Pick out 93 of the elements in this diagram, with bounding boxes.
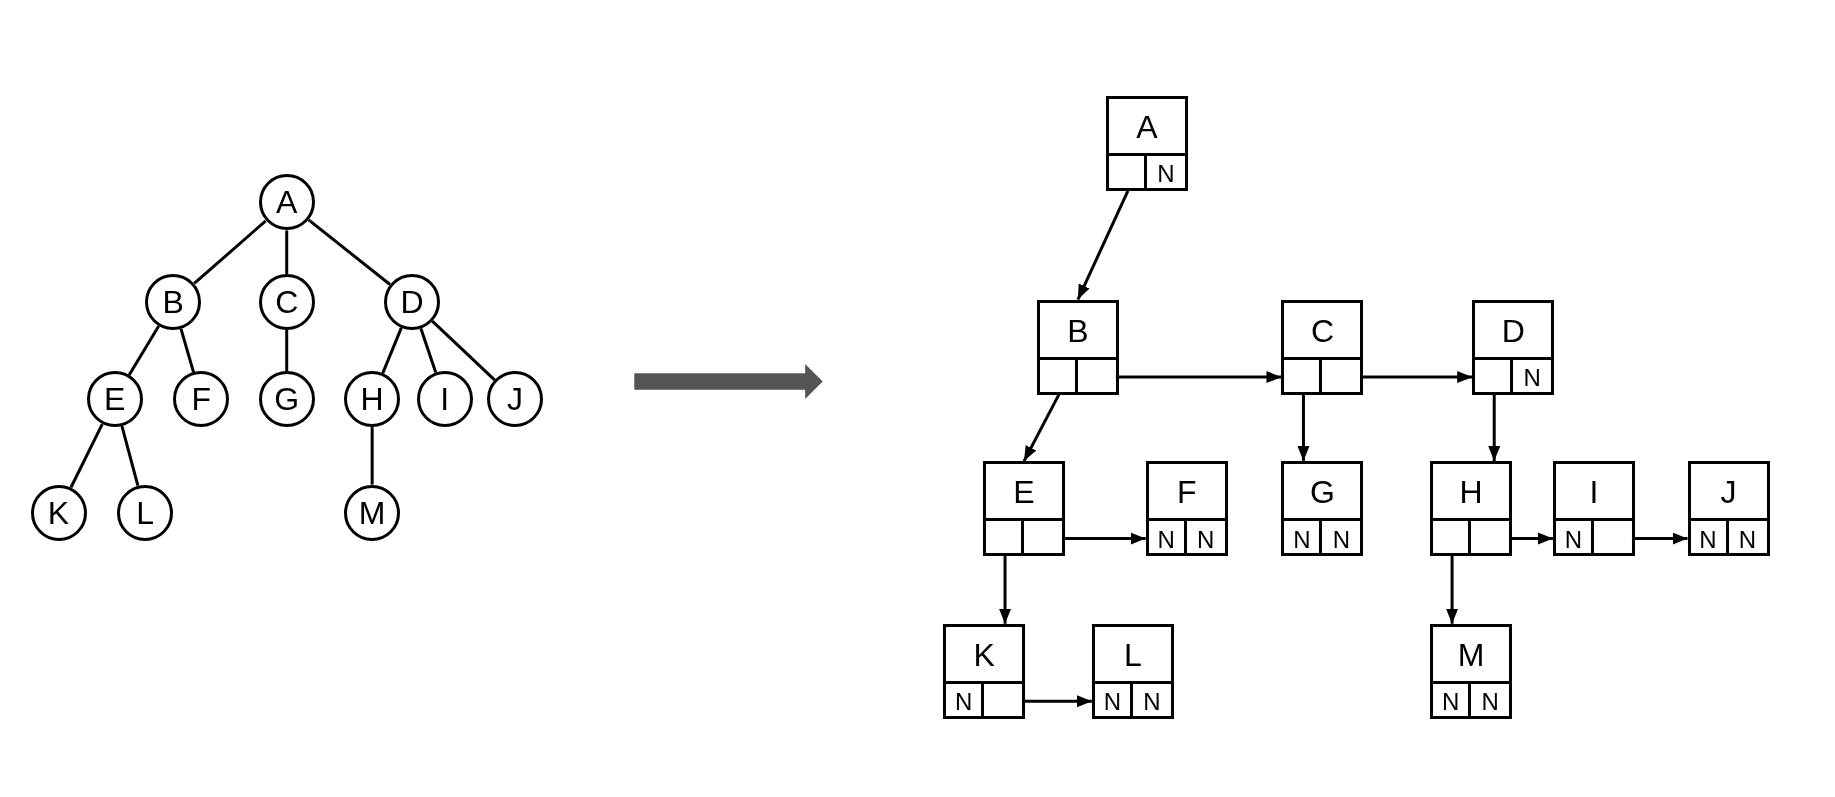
tree-edge: [285, 329, 289, 372]
null-marker: N: [1157, 162, 1175, 187]
list-node-box: [1281, 461, 1364, 557]
node-letter: H: [360, 383, 384, 416]
pointer-arrow: [1076, 190, 1130, 301]
node-letter: B: [1067, 314, 1089, 347]
null-marker: N: [1143, 690, 1161, 715]
null-marker: N: [1157, 527, 1175, 552]
node-letter: M: [358, 496, 386, 529]
tree-node-circle: [86, 371, 143, 428]
null-marker: N: [1332, 527, 1351, 552]
null-marker: N: [1197, 527, 1215, 552]
tree-node-circle: [258, 174, 315, 231]
node-letter: L: [136, 496, 154, 529]
null-marker: N: [1481, 690, 1499, 715]
pointer-arrow: [1022, 695, 1092, 708]
tree-edge: [307, 218, 391, 286]
node-letter: E: [1013, 476, 1035, 509]
pointer-cell: [946, 680, 985, 716]
node-letter: C: [275, 285, 299, 318]
pointer-arrow: [1488, 394, 1501, 462]
pointer-cell: [1475, 356, 1514, 392]
node-letter: A: [1136, 110, 1158, 143]
tree-edge: [179, 328, 195, 373]
null-marker: N: [1564, 527, 1583, 552]
pointer-cell: [1148, 518, 1187, 554]
tree-edge: [381, 327, 403, 374]
null-marker: N: [1523, 366, 1541, 391]
pointer-arrow: [999, 556, 1012, 624]
node-letter: H: [1459, 476, 1483, 509]
tree-edge: [419, 328, 438, 373]
tree-node-circle: [145, 273, 202, 330]
pointer-cell: [1094, 680, 1133, 716]
list-node-box: [1430, 623, 1513, 719]
null-marker: N: [955, 690, 973, 715]
list-node-box: [1430, 461, 1513, 557]
tree-edge: [127, 325, 161, 376]
node-letter: I: [440, 383, 450, 416]
pointer-cell: [1108, 152, 1147, 188]
pointer-arrow: [1446, 556, 1459, 624]
tree-edge: [193, 219, 267, 285]
node-letter: D: [400, 285, 424, 318]
null-marker: N: [1738, 527, 1757, 552]
node-letter: F: [1176, 476, 1197, 509]
pointer-arrow: [1297, 394, 1310, 462]
null-marker: N: [1103, 690, 1122, 715]
tree-edge: [431, 320, 496, 381]
list-node-box: [1687, 461, 1770, 557]
tree-edge: [285, 230, 289, 274]
node-letter: L: [1123, 638, 1142, 671]
null-marker: N: [1441, 690, 1460, 715]
pointer-cell: [1284, 518, 1323, 554]
pointer-cell: [1690, 518, 1729, 554]
node-letter: M: [1457, 638, 1485, 671]
node-letter: G: [274, 383, 300, 416]
null-marker: N: [1293, 527, 1311, 552]
node-letter: D: [1501, 314, 1525, 347]
pointer-arrow: [1509, 532, 1553, 545]
node-letter: J: [1720, 476, 1737, 509]
node-letter: E: [104, 383, 126, 416]
node-letter: A: [276, 186, 298, 219]
node-letter: F: [191, 383, 212, 416]
node-letter: K: [47, 496, 70, 529]
pointer-cell: [1433, 518, 1472, 554]
pointer-cell: [1039, 356, 1078, 392]
list-node-box: [983, 461, 1066, 557]
tree-edge: [69, 423, 104, 489]
list-node-box: [1281, 299, 1364, 395]
pointer-arrow: [1360, 371, 1473, 384]
node-letter: G: [1310, 476, 1335, 509]
tree-edge: [370, 427, 374, 485]
pointer-cell: [986, 518, 1025, 554]
pointer-cell: [1433, 680, 1472, 716]
pointer-cell: [1284, 356, 1323, 392]
node-letter: I: [1589, 476, 1599, 509]
tree-edge: [120, 425, 140, 486]
list-node-box: [1552, 461, 1635, 557]
null-marker: N: [1699, 527, 1717, 552]
list-node-box: [943, 623, 1026, 719]
list-node-box: [1091, 623, 1174, 719]
node-letter: K: [973, 638, 995, 671]
pointer-arrow: [1062, 532, 1146, 545]
list-node-box: [1036, 299, 1119, 395]
tree-node-circle: [486, 371, 543, 428]
node-letter: J: [506, 383, 523, 416]
tree-node-circle: [383, 273, 440, 330]
pointer-arrow: [1022, 393, 1061, 462]
node-letter: C: [1310, 314, 1334, 347]
list-node-box: [1472, 299, 1555, 395]
pointer-cell: [1555, 518, 1594, 554]
node-letter: B: [162, 285, 184, 318]
list-node-box: [1145, 461, 1228, 557]
list-node-box: [1105, 95, 1188, 191]
